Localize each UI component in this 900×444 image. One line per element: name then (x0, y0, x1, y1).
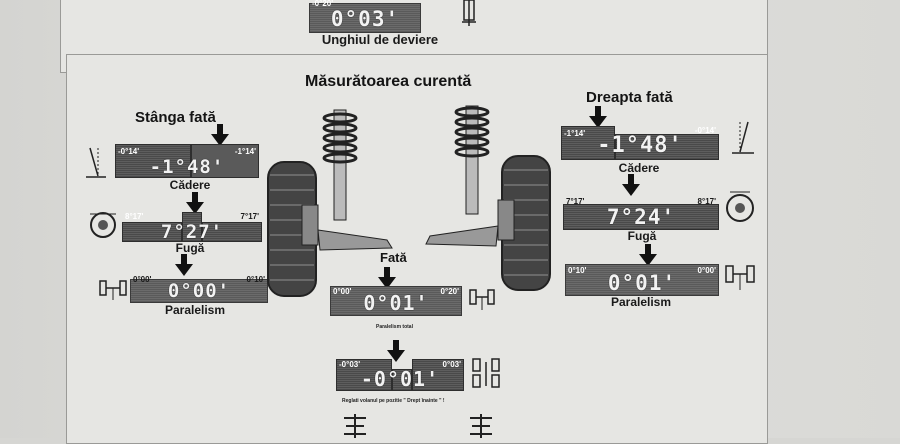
caster-wheel-icon-right (726, 191, 754, 222)
gauge-value: -0°01' (360, 367, 440, 391)
gauge-value: 0°01' (363, 291, 429, 315)
gauge-value: 0°03' (330, 7, 400, 31)
total-toe-icon (469, 289, 495, 310)
gauge-value: -1°48' (597, 133, 683, 158)
left-caster-arrow (186, 192, 204, 214)
suspension-illustration (267, 105, 551, 297)
camber-front-icon-right (732, 121, 754, 154)
left-toe-label: Paralelism (164, 303, 226, 317)
toe-icon (99, 280, 127, 300)
gauge-min: -1°14' (564, 129, 586, 138)
gauge-value: 0°00' (167, 280, 231, 302)
gauge-max: -1°14' (234, 147, 256, 156)
right-caster-label: Fugă (627, 229, 657, 243)
right-caster-arrow (622, 174, 640, 196)
page-title: Măsurătoarea curentă (305, 73, 472, 90)
gauge-min: -0°20' (312, 0, 334, 8)
right-toe-arrow (639, 244, 657, 266)
gauge-min: 8°17' (125, 212, 144, 221)
left-toe-arrow (175, 254, 193, 276)
steering-gauge: -0°03' 0°03' -0°01' (336, 359, 464, 391)
gauge-min: 7°17' (566, 197, 585, 206)
deviation-label: Unghiul de deviere (321, 32, 439, 47)
gauge-value: 7°27' (160, 221, 224, 243)
front-heading: Fată (380, 250, 407, 265)
spring-top-icon-right (470, 414, 492, 438)
left-camber-gauge: -0°14' -1°14' -1°48' (115, 144, 259, 178)
gauge-min: -0°03' (339, 360, 361, 369)
left-front-heading: Stânga fată (135, 109, 216, 126)
right-camber-gauge: -1°14' -0°14' -1°48' (561, 126, 719, 160)
gauge-max: -0°14' (694, 126, 716, 135)
gauge-max: 0°03' (442, 360, 461, 369)
steering-wheels-icon (472, 358, 500, 388)
left-toe-gauge: 0°00' 0°10' 0°00' (130, 273, 268, 303)
gauge-min: 0°00' (333, 287, 352, 296)
total-toe-gauge: 0°00' 0°20' 0°01' (330, 286, 462, 316)
gauge-max: 0°10' (246, 275, 265, 284)
steering-instruction: Reglati volanul pe pozitie " Drept înain… (342, 398, 445, 404)
left-camber-arrow (211, 124, 229, 146)
right-toe-gauge: 0°10' 0°00' 0°01' (565, 264, 719, 296)
right-front-heading: Dreapta fată (586, 89, 673, 106)
right-camber-arrow (589, 106, 607, 128)
total-toe-label: Paralelism total (376, 324, 413, 330)
top-deviation-gauge: -0°20' 0°03' (309, 0, 421, 33)
gauge-value: -1°48' (149, 156, 225, 178)
left-caster-label: Fugă (175, 241, 205, 255)
right-toe-label: Paralelism (610, 295, 672, 309)
gauge-max: 0°00' (697, 266, 716, 275)
left-caster-gauge: 8°17' 7°17' 7°27' (122, 212, 262, 242)
gauge-value: 0°01' (607, 271, 677, 295)
camber-front-icon (86, 147, 106, 178)
toe-icon-right (725, 265, 755, 290)
wheel-side-icon (462, 0, 476, 26)
gauge-min: 0°00' (133, 275, 152, 284)
gauge-max: 0°20' (440, 287, 459, 296)
left-camber-label: Cădere (169, 178, 211, 192)
gauge-value: 7°24' (606, 205, 676, 229)
right-caster-gauge: 7°17' 8°17' 7°24' (563, 196, 719, 230)
right-camber-label: Cădere (618, 161, 660, 175)
gauge-max: 8°17' (697, 197, 716, 206)
spring-top-icon-left (344, 414, 366, 438)
gauge-min: -0°14' (118, 147, 140, 156)
gauge-min: 0°10' (568, 266, 587, 275)
caster-wheel-icon (90, 212, 116, 238)
gauge-max: 7°17' (240, 212, 259, 221)
